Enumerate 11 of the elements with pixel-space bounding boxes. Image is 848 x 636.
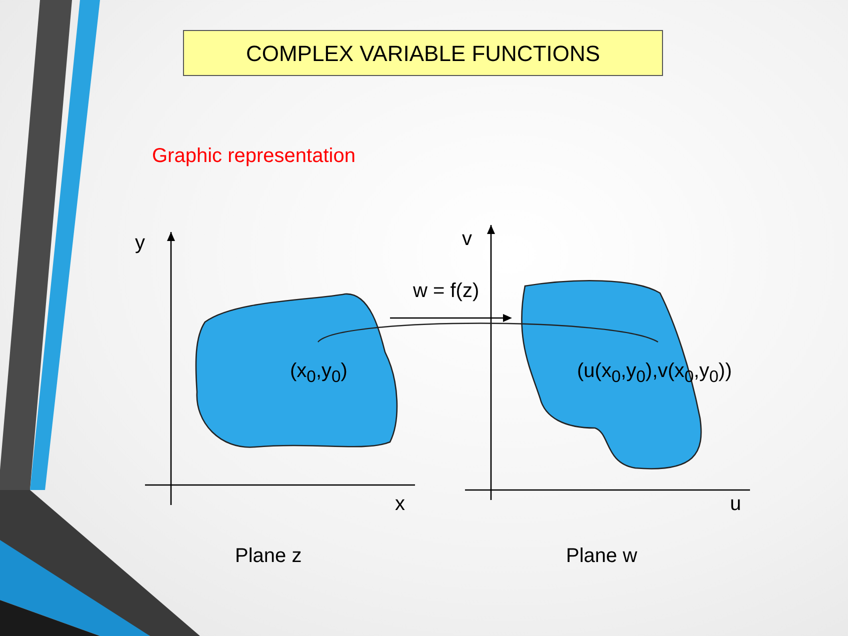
axis-label: y bbox=[135, 232, 145, 255]
plane-caption: Plane z bbox=[235, 545, 302, 568]
subtitle: Graphic representation bbox=[152, 145, 356, 168]
title-banner: COMPLEX VARIABLE FUNCTIONS bbox=[183, 30, 663, 76]
plane-caption: Plane w bbox=[566, 545, 638, 568]
formula-label: w = f(z) bbox=[413, 280, 480, 303]
axis-label: u bbox=[730, 493, 742, 516]
axis-label: v bbox=[462, 228, 472, 251]
point-label: (x$_{0}$,y$_{0}$) bbox=[290, 360, 348, 387]
mapping-curve bbox=[318, 322, 658, 343]
axis-label: x bbox=[395, 493, 405, 516]
